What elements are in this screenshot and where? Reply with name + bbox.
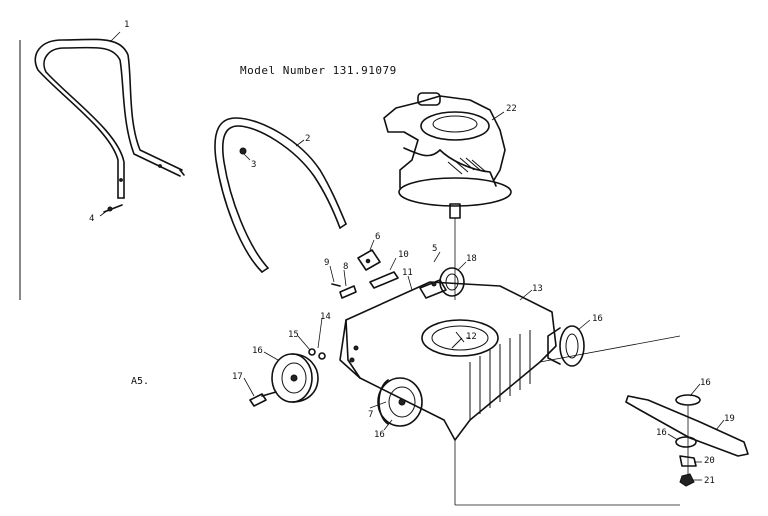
page-code-label: A5. (131, 376, 150, 387)
callout-16-lower-washer: 16 (656, 428, 667, 438)
callout-12: 12 (466, 332, 477, 342)
wheel-front-left (271, 353, 319, 403)
callout-22: 22 (506, 104, 517, 114)
callout-1: 1 (124, 20, 130, 30)
callout-19: 19 (724, 414, 735, 424)
callout-3: 3 (251, 160, 257, 170)
engine (383, 92, 512, 300)
wheel-rear-left (377, 377, 423, 427)
callout-9: 9 (324, 258, 330, 268)
callout-6: 6 (375, 232, 381, 242)
callout-13: 13 (532, 284, 543, 294)
callout-16-blade-washer: 16 (700, 378, 711, 388)
callout-11: 11 (402, 268, 413, 278)
callout-20: 20 (704, 456, 715, 466)
callout-7: 7 (368, 410, 374, 420)
callout-10: 10 (398, 250, 409, 260)
callout-14: 14 (320, 312, 331, 322)
callout-16-left-wheel: 16 (252, 346, 263, 356)
callout-2: 2 (305, 134, 311, 144)
callout-21: 21 (704, 476, 715, 486)
callout-16-right-wheel: 16 (592, 314, 603, 324)
blade-assembly (454, 335, 749, 506)
callout-18-deck: 18 (466, 254, 477, 264)
callout-4: 4 (89, 214, 95, 224)
callout-17: 17 (232, 372, 243, 382)
callout-leaders (99, 31, 725, 481)
lower-handle (214, 117, 347, 273)
model-number-title: Model Number 131.91079 (240, 64, 397, 77)
wheel-hardware (249, 348, 326, 407)
mower-deck (339, 279, 557, 441)
callout-5: 5 (432, 244, 438, 254)
upper-handle (34, 38, 185, 199)
callout-16-rear-wheel: 16 (374, 430, 385, 440)
callout-8: 8 (343, 262, 349, 272)
wheel-rear-right (547, 325, 585, 367)
callout-15: 15 (288, 330, 299, 340)
control-bracket (331, 249, 399, 299)
wheel-front-right (439, 267, 465, 297)
